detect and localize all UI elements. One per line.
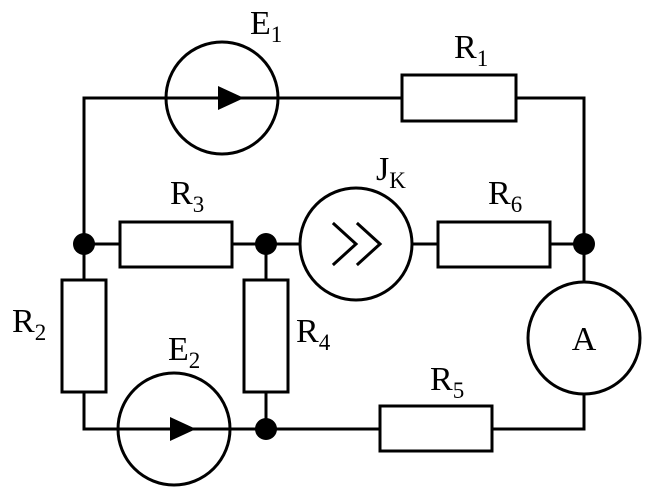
label-r3: R3 bbox=[170, 175, 204, 217]
ammeter: A bbox=[526, 280, 642, 396]
node-left bbox=[73, 233, 95, 255]
resistor-r3 bbox=[118, 220, 234, 269]
resistor-r5 bbox=[378, 404, 494, 453]
label-e2: E2 bbox=[168, 331, 200, 373]
resistor-r6 bbox=[436, 220, 552, 269]
label-e1: E1 bbox=[250, 5, 282, 47]
node-middle bbox=[255, 233, 277, 255]
resistor-r1 bbox=[400, 73, 518, 123]
arrow-right-icon bbox=[170, 417, 196, 441]
label-r6: R6 bbox=[488, 175, 522, 217]
double-chevron-icon bbox=[331, 221, 359, 267]
current-source-jk bbox=[298, 186, 414, 302]
resistor-r2 bbox=[60, 278, 108, 394]
node-bottom bbox=[255, 418, 277, 440]
arrow-right-icon bbox=[218, 86, 244, 110]
emf-source-e1 bbox=[164, 40, 280, 156]
ammeter-label: A bbox=[572, 321, 597, 358]
label-r1: R1 bbox=[454, 29, 488, 71]
node-right bbox=[573, 233, 595, 255]
label-jk: JK bbox=[376, 151, 406, 193]
label-r4: R4 bbox=[296, 313, 331, 355]
resistor-r4 bbox=[242, 278, 290, 394]
label-r2: R2 bbox=[12, 303, 46, 345]
label-r5: R5 bbox=[430, 361, 464, 403]
emf-source-e2 bbox=[116, 371, 232, 487]
